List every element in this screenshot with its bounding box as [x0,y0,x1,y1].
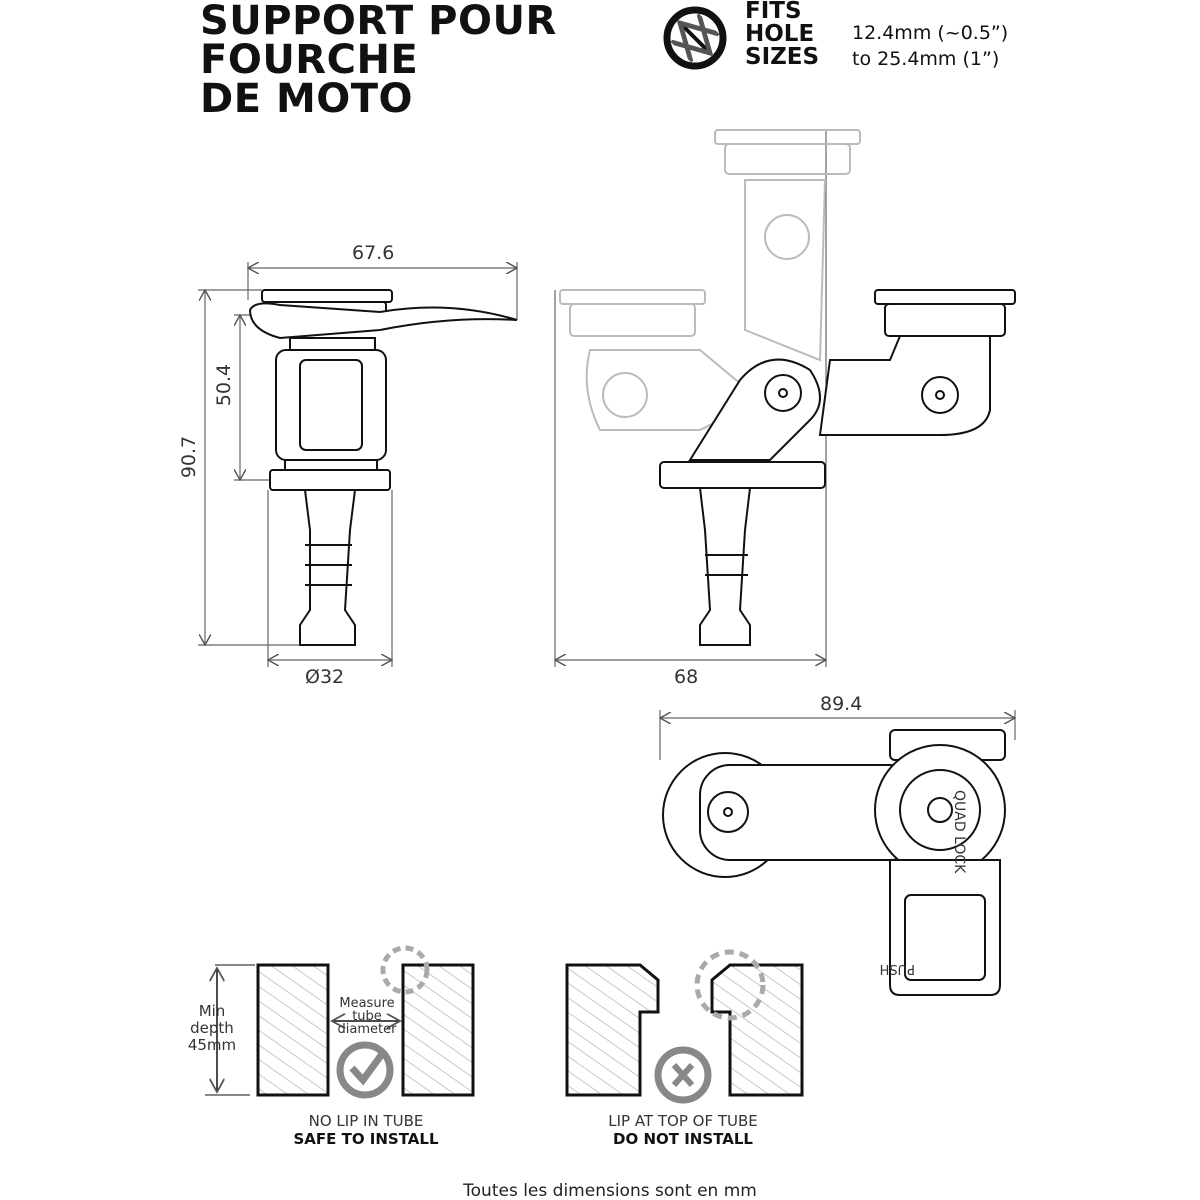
unsafe-caption: LIP AT TOP OF TUBE DO NOT INSTALL [583,1112,783,1148]
title-line-1: SUPPORT POUR [200,0,557,44]
min-depth-line: Min [198,1002,226,1020]
range-max: to 25.4mm (1”) [852,48,1000,70]
measure-line: diameter [337,1022,397,1037]
side-view-ghost-positions [559,129,861,431]
dim-width-side: 68 [674,666,699,688]
unsafe-caption-line-2: DO NOT INSTALL [613,1130,753,1148]
min-depth-line: 45mm [187,1036,237,1054]
dim-diameter: Ø32 [305,666,345,688]
hole-size-range: 12.4mm (~0.5”) to 25.4mm (1”) [852,20,1008,72]
measure-label: Measure tube diameter [336,997,398,1036]
fits-line-2: HOLE [745,21,815,47]
page-title: SUPPORT POUR FOURCHE DE MOTO [200,0,557,122]
title-line-3: DE MOTO [200,76,414,122]
safe-caption-line-2: SAFE TO INSTALL [293,1130,439,1148]
min-depth-label: Min depth 45mm [182,1003,242,1054]
install-good-diagram [205,945,475,1099]
dim-height-total: 90.7 [178,435,201,479]
fits-line-3: SIZES [745,44,820,70]
checkmark-icon [336,1041,394,1099]
footer-note: Toutes les dimensions sont en mm [463,1181,757,1200]
push-label: PUSH [880,961,915,976]
side-view-mount [659,289,1016,646]
dim-height-body: 50.4 [213,363,236,407]
front-view-mount [248,289,518,646]
measure-line: tube [352,1009,382,1024]
safe-caption-line-1: NO LIP IN TUBE [308,1112,424,1130]
min-depth-line: depth [190,1019,234,1037]
x-icon [654,1046,712,1104]
install-bad-diagram [565,949,804,1104]
top-view-mount [662,729,1006,996]
range-min: 12.4mm (~0.5”) [852,22,1009,44]
brand-label: QUAD LOCK [951,790,967,874]
measure-line: Measure [339,996,395,1011]
dim-length-top: 89.4 [820,693,863,715]
dim-width-top: 67.6 [352,242,395,264]
safe-caption: NO LIP IN TUBE SAFE TO INSTALL [266,1112,466,1148]
fits-heading: FITS HOLE SIZES [745,0,819,69]
unsafe-caption-line-1: LIP AT TOP OF TUBE [608,1112,758,1130]
title-line-2: FOURCHE [200,37,419,83]
fits-line-1: FITS [745,0,802,24]
diameter-arrow-icon [663,6,727,70]
